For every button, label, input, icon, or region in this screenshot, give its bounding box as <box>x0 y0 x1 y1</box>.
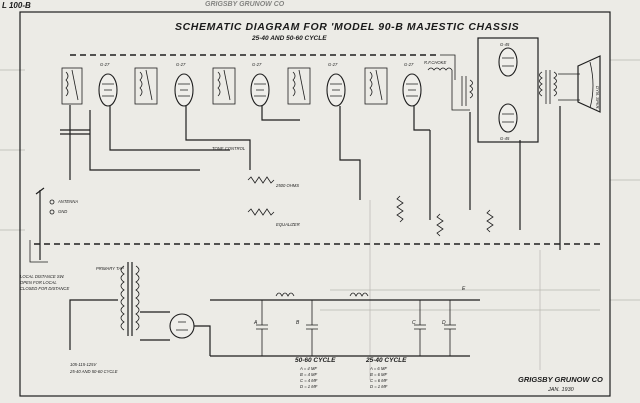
primary-tap-label: PRIMARY TAP <box>96 266 124 271</box>
table-col2-title: 25-40 CYCLE <box>365 357 407 364</box>
table-col1-row-1: A = 4 MF <box>299 366 317 371</box>
cap-label-c: C <box>412 320 416 326</box>
cap-label-a: A <box>253 320 258 326</box>
rectifier-tube <box>169 313 195 339</box>
output-tube-label-1: G-45 <box>500 42 510 47</box>
tube-label-5: G-27 <box>404 62 414 67</box>
tube-label-3: G-27 <box>252 62 262 67</box>
tube-label-2: G-27 <box>176 62 186 67</box>
dyn-speaker-label: DYN. SPKR. <box>595 86 600 110</box>
table-col1-title: 50-60 CYCLE <box>295 357 336 364</box>
cap-label-b: B <box>296 320 300 326</box>
antenna-section: ANTENNA GND LOCAL DISTANCE SW. OPEN FOR … <box>20 187 78 291</box>
corner-tag: L 100-B <box>2 1 31 10</box>
table-col2-row-2: B = 6 MF <box>370 372 388 377</box>
line-voltage-label: 105-115-125V <box>70 362 97 367</box>
diagram-title: SCHEMATIC DIAGRAM FOR 'MODEL 90-B MAJEST… <box>175 21 519 33</box>
diagram-subtitle: 25-40 AND 50-60 CYCLE <box>251 35 327 42</box>
table-col2-row-1: A = 6 MF <box>369 366 387 371</box>
gnd-label: GND <box>58 209 67 214</box>
table-col1-row-4: D = 1 MF <box>300 384 318 389</box>
tube-label-4: G-27 <box>328 62 338 67</box>
open-for-local-label: OPEN FOR LOCAL <box>20 280 57 285</box>
tube-stages: G-27 G-27 G-27 G-27 G-27 <box>61 62 422 107</box>
sheet-border <box>19 11 611 397</box>
output-stage: G-45 G-45 <box>461 37 580 143</box>
date-label: JAN. 1930 <box>547 387 575 393</box>
cap-label-e: E <box>462 286 466 292</box>
table-col1-row-3: C = 4 MF <box>300 378 318 383</box>
cap-label-d: D <box>442 320 446 326</box>
table-col2-row-3: C = 6 MF <box>370 378 388 383</box>
closed-for-distance-label: CLOSED FOR DISTANCE <box>20 286 69 291</box>
bleed-through-lines <box>0 59 640 380</box>
table-col1-row-2: B = 4 MF <box>300 372 318 377</box>
output-tube-1 <box>498 47 518 77</box>
equalizer-label: EQUALIZER <box>276 222 300 227</box>
filter-chain: A B C D E <box>210 286 480 357</box>
resistor-network <box>247 176 494 237</box>
speaker: DYN. SPKR. <box>577 55 601 113</box>
output-tube-label-2: G-45 <box>500 136 510 141</box>
power-transformer: PRIMARY TAP 105-115-125V 25-40 AND 50-60… <box>69 262 140 374</box>
tube-label-1: G-27 <box>100 62 110 67</box>
rf-choke-label: R.F.CHOKE <box>424 60 446 65</box>
line-cycles-label: 25-40 AND 50-60 CYCLE <box>69 369 118 374</box>
resistor-2500-label: 2500 OHMS <box>275 183 299 188</box>
tone-control-label: TONE CONTROL <box>212 146 246 151</box>
top-fragment: GRIGSBY GRUNOW CO <box>205 1 285 8</box>
cycle-table: 50-60 CYCLE 25-40 CYCLE A = 4 MF B = 4 M… <box>295 357 407 389</box>
antenna-label: ANTENNA <box>57 199 78 204</box>
maker-label: GRIGSBY GRUNOW CO <box>518 375 603 384</box>
table-col2-row-4: D = 1 MF <box>370 384 388 389</box>
local-distance-label: LOCAL DISTANCE SW. <box>20 274 65 279</box>
output-tube-2 <box>498 103 518 133</box>
